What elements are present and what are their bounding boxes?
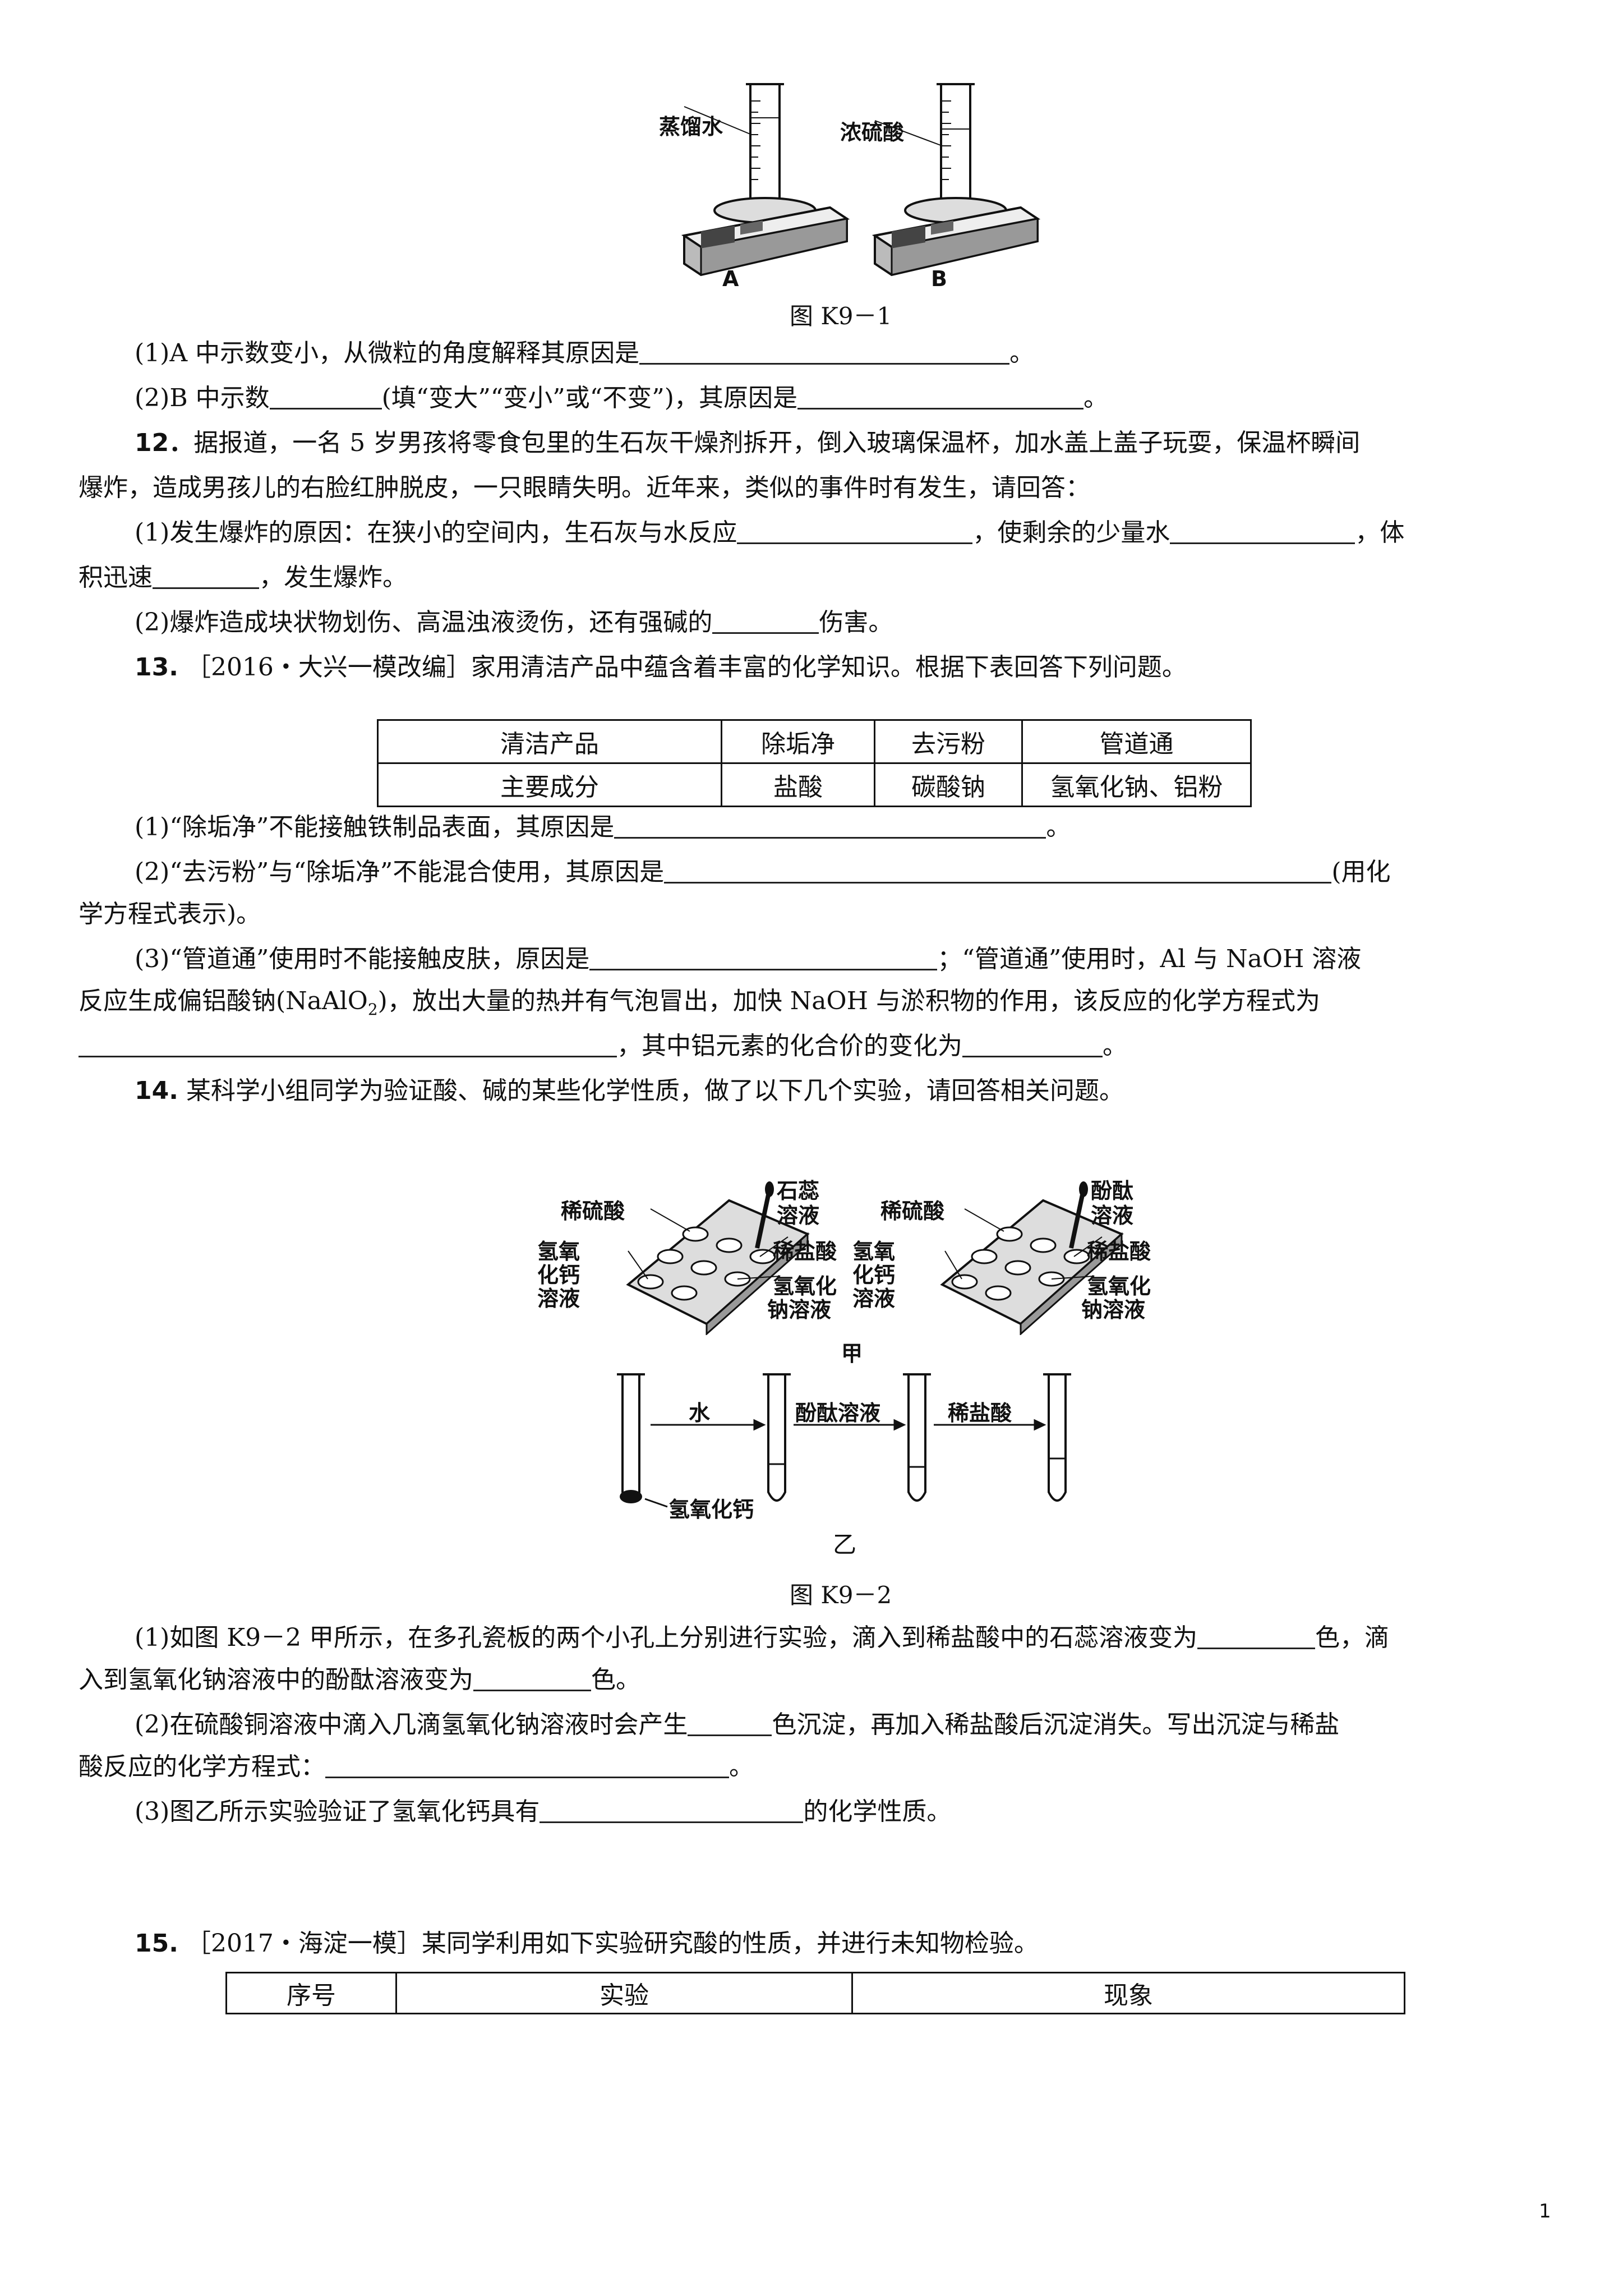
fig2-left-drop-1: 石蕊 (777, 1179, 820, 1203)
fig2-right-right-1: 稀盐酸 (1087, 1239, 1151, 1264)
q11-part2: (2)B 中示数(填“变大”“变小”或“不变”)，其原因是。 (135, 384, 1108, 412)
fig1-label-distilled-water: 蒸馏水 (659, 114, 723, 139)
table-row: 序号 实验 现象 (225, 1972, 1405, 2014)
table-cell: 盐酸 (721, 762, 875, 807)
fig2-right-side-1: 氢氧 (852, 1239, 896, 1264)
fig2-left-top-label: 稀硫酸 (561, 1199, 625, 1223)
q14-part1: (1)如图 K9－2 甲所示，在多孔瓷板的两个小孔上分别进行实验，滴入到稀盐酸中… (135, 1623, 1390, 1652)
fig1-caption: 图 K9－1 (790, 302, 892, 330)
figure-k9-1-b (872, 83, 1041, 277)
q14-intro: 14. 某科学小组同学为验证酸、碱的某些化学性质，做了以下几个实验，请回答相关问… (135, 1076, 1124, 1105)
table-cell: 除垢净 (721, 719, 875, 764)
fig2-right-drop-1: 酚酞 (1091, 1179, 1134, 1203)
table-cell: 氢氧化钠、铝粉 (1021, 762, 1252, 807)
fig2-right-top-label: 稀硫酸 (880, 1199, 945, 1223)
table-cell: 去污粉 (874, 719, 1023, 764)
figure-k9-1 (681, 83, 850, 277)
fig2-caption: 图 K9－2 (790, 1581, 892, 1609)
q14-part2: (2)在硫酸铜溶液中滴入几滴氢氧化钠溶液时会产生色沉淀，再加入稀盐酸后沉淀消失。… (135, 1710, 1340, 1739)
q12-part1-cont: 积迅速，发生爆炸。 (79, 563, 407, 592)
table-header-cell: 序号 (225, 1972, 397, 2014)
fig2-left-right-3: 钠溶液 (767, 1297, 832, 1322)
fig2-tag-jia: 甲 (841, 1341, 863, 1366)
table-cell: 管道通 (1021, 719, 1252, 764)
fig2-left-drop-2: 溶液 (777, 1203, 820, 1228)
fig2-arrow-hcl: 稀盐酸 (948, 1401, 1012, 1425)
fig2-left-side-1: 氢氧 (537, 1239, 580, 1264)
fig2-left-right-2: 氢氧化 (773, 1274, 837, 1299)
q12-line1: 12．据报道，一名 5 岁男孩将零食包里的生石灰干燥剂拆开，倒入玻璃保温杯，加水… (135, 429, 1361, 457)
fig2-left-side-2: 化钙 (537, 1263, 580, 1287)
fig1-tag-a: A (722, 266, 739, 291)
q13-table: 清洁产品 除垢净 去污粉 管道通 主要成分 盐酸 碳酸钠 氢氧化钠、铝粉 (377, 719, 1252, 807)
fig2-left-right-1: 稀盐酸 (773, 1239, 837, 1264)
q14-part1-cont: 入到氢氧化钠溶液中的酚酞溶液变为色。 (79, 1665, 640, 1694)
fig2-tag-yi: 乙 (833, 1531, 857, 1558)
fig2-left-side-3: 溶液 (537, 1286, 580, 1311)
table-header-cell: 实验 (395, 1972, 853, 2014)
fig1-tag-b: B (931, 266, 947, 291)
figure-k9-2-jia (626, 1181, 1124, 1335)
fig1-label-conc-sulfuric: 浓硫酸 (840, 120, 905, 145)
q15-intro: 15. ［2017・海淀一模］某同学利用如下实验研究酸的性质，并进行未知物检验。 (135, 1929, 1039, 1958)
fig2-solid-label: 氢氧化钙 (668, 1497, 754, 1522)
table-cell: 清洁产品 (377, 719, 722, 764)
table-cell: 碳酸钠 (874, 762, 1023, 807)
q14-part2-cont: 酸反应的化学方程式：。 (79, 1752, 754, 1781)
fig2-right-drop-2: 溶液 (1091, 1203, 1134, 1228)
fig2-right-side-2: 化钙 (852, 1263, 896, 1287)
fig2-right-right-3: 钠溶液 (1081, 1297, 1146, 1322)
q14-part3: (3)图乙所示实验验证了氢氧化钙具有的化学性质。 (135, 1797, 952, 1826)
q13-part2: (2)“去污粉”与“除垢净”不能混合使用，其原因是(用化 (135, 858, 1391, 886)
q15-table: 序号 实验 现象 (225, 1972, 1405, 2014)
q12-line2: 爆炸，造成男孩儿的右脸红肿脱皮，一只眼睛失明。近年来，类似的事件时有发生，请回答… (79, 473, 1090, 502)
page-number: 1 (1539, 2200, 1551, 2223)
q13-part3: (3)“管道通”使用时不能接触皮肤，原因是；“管道通”使用时，Al 与 NaOH… (135, 945, 1362, 973)
q11-part1: (1)A 中示数变小，从微粒的角度解释其原因是。 (135, 339, 1035, 367)
table-row: 主要成分 盐酸 碳酸钠 氢氧化钠、铝粉 (377, 762, 1252, 807)
q13-part3-cont: 反应生成偏铝酸钠(NaAlO2)，放出大量的热并有气泡冒出，加快 NaOH 与淤… (79, 987, 1320, 1019)
q13-intro: 13. ［2016・大兴一模改编］家用清洁产品中蕴含着丰富的化学知识。根据下表回… (135, 653, 1187, 682)
figure-k9-2-yi (617, 1373, 1071, 1508)
table-header-cell: 现象 (851, 1972, 1405, 2014)
fig2-right-side-3: 溶液 (852, 1286, 896, 1311)
table-row: 清洁产品 除垢净 去污粉 管道通 (377, 719, 1252, 764)
table-cell: 主要成分 (377, 762, 722, 807)
fig2-arrow-water: 水 (689, 1401, 711, 1425)
q12-part2: (2)爆炸造成块状物划伤、高温浊液烫伤，还有强碱的伤害。 (135, 608, 893, 637)
fig2-right-right-2: 氢氧化 (1087, 1274, 1151, 1299)
fig2-arrow-phenolphthalein: 酚酞溶液 (795, 1401, 881, 1425)
q13-part1: (1)“除垢净”不能接触铁制品表面，其原因是。 (135, 813, 1071, 841)
q12-part1: (1)发生爆炸的原因：在狭小的空间内，生石灰与水反应，使剩余的少量水，体 (135, 518, 1405, 547)
q13-part2-cont: 学方程式表示)。 (79, 900, 261, 928)
q13-part3-cont2: ，其中铝元素的化合价的变化为。 (79, 1029, 1127, 1063)
